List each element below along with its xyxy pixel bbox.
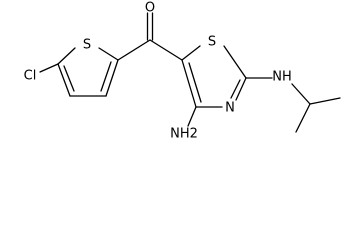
isopropyl-methyl-a-bond xyxy=(295,103,311,133)
amino-nh2-label: NH2 xyxy=(170,127,198,142)
chemical-structure: O Cl S S N NH NH2 xyxy=(24,1,341,142)
thiazole-c4-c5-bond xyxy=(181,59,197,108)
thiazole-s-c2-bond xyxy=(223,45,247,79)
thiazole-c2-n-inner-bond xyxy=(230,79,241,99)
thiophene-c3-c2-bond xyxy=(105,59,119,97)
carbonyl-to-thiophene-bond xyxy=(117,39,151,61)
thiazole-c5-s-bond xyxy=(181,45,201,61)
isopropyl-methyl-b-bond xyxy=(309,97,341,105)
thiophene-s-c5-bond xyxy=(57,47,76,65)
amine-nh-label: NH xyxy=(272,70,292,85)
thiophene-sulfur-label: S xyxy=(83,38,91,53)
thiazole-sulfur-label: S xyxy=(208,35,216,50)
amino-bond xyxy=(187,106,197,127)
thiophene-c3-c2-inner-bond xyxy=(100,61,112,92)
thiophene-c5-c4-inner-bond xyxy=(63,65,75,92)
atom-labels: O Cl S S N NH NH2 xyxy=(24,1,292,142)
thiazole-c2-n-bond xyxy=(235,77,247,101)
thiazole-nitrogen-label: N xyxy=(225,101,235,116)
bond-lines xyxy=(39,12,341,133)
carbonyl-to-thiazole-bond xyxy=(149,39,183,61)
carbonyl-oxygen-label: O xyxy=(145,1,155,16)
thiazole-c4-c5-inner-bond xyxy=(188,62,202,103)
thiophene-c5-c4-bond xyxy=(57,63,71,97)
nh-to-isopropyl-bond xyxy=(291,83,311,105)
chlorine-bond xyxy=(39,63,59,73)
chlorine-label: Cl xyxy=(24,69,37,84)
thiophene-c2-s-bond xyxy=(98,47,119,61)
